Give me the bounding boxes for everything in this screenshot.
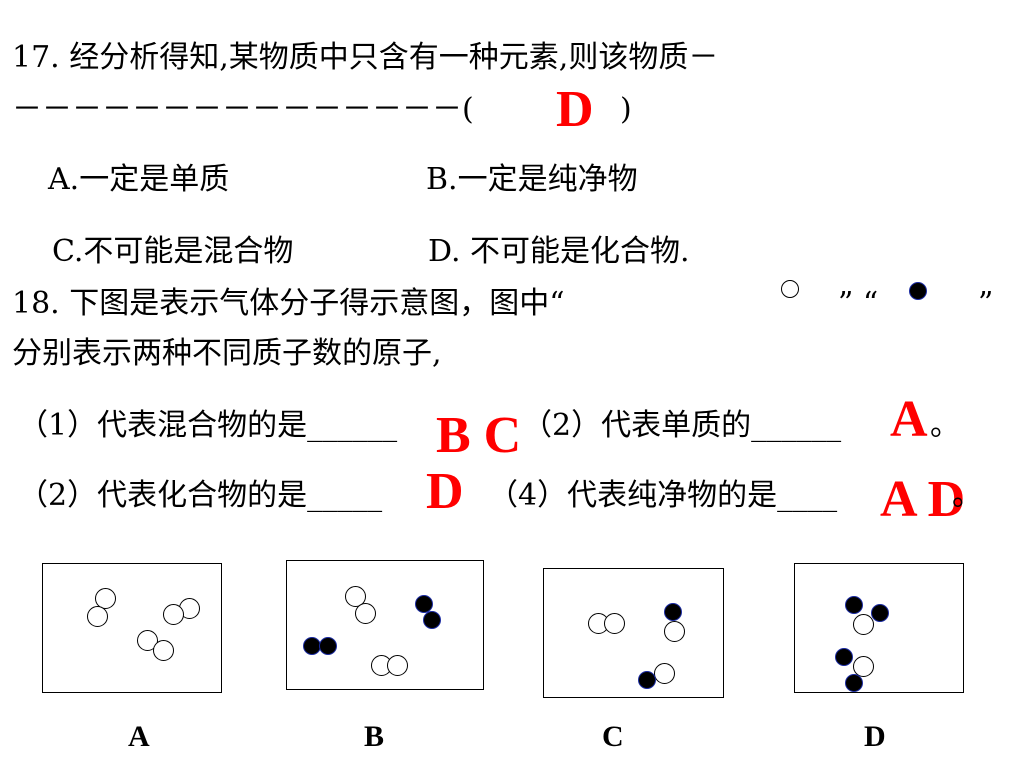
q17-blank-text: －－－－－－－－－－－－－－－(: [12, 92, 474, 127]
q18-answer2: A: [890, 391, 928, 448]
q18-part1: （1）代表混合物的是______: [18, 408, 398, 443]
black-atom: [664, 603, 682, 621]
black-atom-icon: [909, 282, 927, 300]
white-atom: [87, 606, 108, 627]
white-atom: [345, 586, 366, 607]
white-atom: [355, 603, 376, 624]
q17-option-a: A.一定是单质: [48, 162, 230, 197]
black-atom: [638, 671, 656, 689]
q17-option-b: B.一定是纯净物: [426, 162, 638, 197]
q18-answer1: B C: [436, 407, 522, 464]
black-atom: [845, 596, 863, 614]
black-atom: [845, 674, 863, 692]
black-atom: [423, 611, 441, 629]
q18-answer4: A D: [880, 471, 966, 528]
figure-label-c: C: [602, 720, 624, 753]
q18-quote-end: ”: [978, 286, 994, 321]
q17-stem-text: 17. 经分析得知,某物质中只含有一种元素,则该物质－: [12, 40, 719, 75]
figure-box-d: [794, 563, 964, 693]
q17-option-d: D. 不可能是化合物.: [428, 234, 690, 269]
figure-label-b: B: [364, 720, 385, 753]
white-atom: [853, 656, 874, 677]
black-atom: [835, 648, 853, 666]
white-atom: [387, 655, 408, 676]
figure-box-a: [42, 563, 222, 693]
white-atom: [664, 621, 685, 642]
white-atom: [95, 588, 116, 609]
q18-stem-text: 18. 下图是表示气体分子得示意图，图中“: [12, 286, 565, 321]
white-atom: [604, 613, 625, 634]
q18-line2: 分别表示两种不同质子数的原子,: [12, 336, 442, 371]
white-atom: [163, 604, 184, 625]
black-atom: [319, 637, 337, 655]
q18-part2: （2）代表单质的______: [522, 408, 842, 443]
black-atom: [871, 604, 889, 622]
figure-label-d: D: [864, 720, 886, 753]
q18-line1: 18. 下图是表示气体分子得示意图，图中“: [12, 286, 565, 322]
q18-part4-end: 。: [952, 478, 982, 513]
figure-box-b: [286, 560, 484, 690]
white-atom: [853, 614, 874, 635]
white-atom-icon: [781, 280, 799, 298]
q18-answer3: D: [426, 463, 464, 520]
q17-line1: 17. 经分析得知,某物质中只含有一种元素,则该物质－: [12, 40, 718, 76]
white-atom: [153, 640, 174, 661]
black-atom: [415, 595, 433, 613]
q17-line2-close: ): [620, 92, 632, 128]
q17-line2: －－－－－－－－－－－－－－－(: [12, 92, 474, 128]
q18-quote-mid: ” “: [838, 286, 879, 321]
white-atom: [654, 663, 675, 684]
figure-label-a: A: [128, 720, 150, 753]
figure-box-c: [543, 568, 724, 698]
q17-answer: D: [556, 81, 594, 138]
q18-part3: （2）代表化合物的是_____: [18, 478, 383, 513]
q18-part2-end: 。: [930, 408, 960, 443]
q18-part4: （4）代表纯净物的是____: [488, 478, 838, 513]
q17-option-c: C.不可能是混合物: [52, 234, 294, 269]
q17-close-paren: ): [620, 92, 632, 127]
